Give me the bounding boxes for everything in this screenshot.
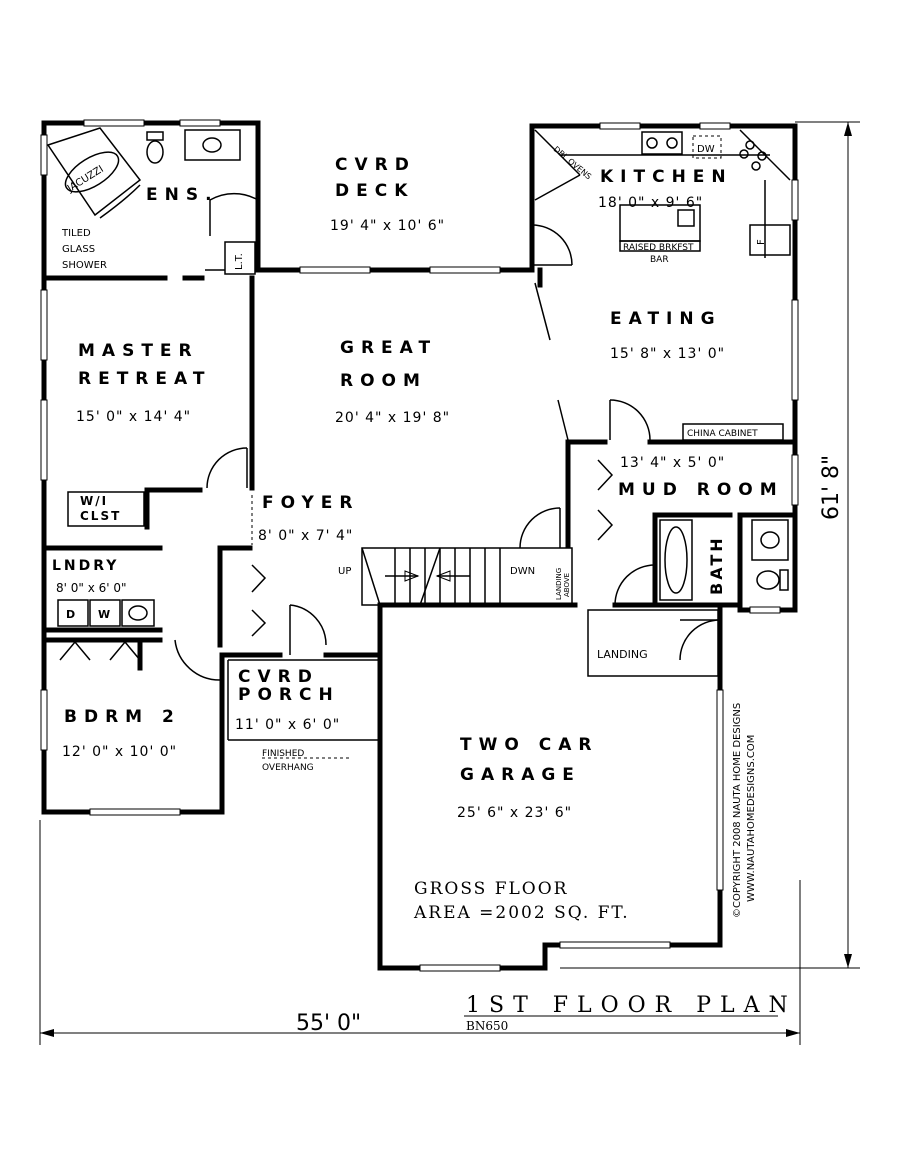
fridge-label: F xyxy=(756,239,767,245)
master-name1: MASTER xyxy=(78,341,199,361)
shower-label3: SHOWER xyxy=(62,260,107,271)
copyright-text: ©COPYRIGHT 2008 NAUTA HOME DESIGNS xyxy=(732,703,743,918)
bar-label2: BAR xyxy=(650,255,669,265)
plan-title: 1ST FLOOR PLAN xyxy=(466,993,797,1018)
dimension-lines xyxy=(39,121,860,1045)
shower-label2: GLASS xyxy=(62,244,95,255)
great-name2: ROOM xyxy=(340,371,427,391)
deck-name1: CVRD xyxy=(335,155,416,175)
kitchen-dims: 18' 0" x 9' 6" xyxy=(598,195,703,211)
great-name1: GREAT xyxy=(340,338,437,358)
mud-name: MUD ROOM xyxy=(618,480,784,500)
eating-dims: 15' 8" x 13' 0" xyxy=(610,346,725,362)
up-label: UP xyxy=(338,566,351,577)
garage-name2: GARAGE xyxy=(460,765,581,785)
bath-name: BATH xyxy=(707,535,726,595)
ens-name: ENS. xyxy=(146,185,219,205)
garage-name1: TWO CAR xyxy=(460,735,598,755)
gross-floor-line2: AREA =2002 SQ. FT. xyxy=(413,903,630,923)
shower-label1: TILED xyxy=(61,228,91,239)
fixtures xyxy=(46,127,791,759)
kitchen-name: KITCHEN xyxy=(600,167,733,187)
porch-name2: PORCH xyxy=(238,685,340,705)
china-label: CHINA CABINET xyxy=(687,429,758,439)
dw-label: DW xyxy=(697,144,715,155)
website-text: WWW.NAUTAHOMEDESIGNS.COM xyxy=(746,735,757,902)
mud-dims: 13' 4" x 5' 0" xyxy=(620,455,725,471)
porch-dims: 11' 0" x 6' 0" xyxy=(235,717,340,733)
dwn-label: DWN xyxy=(510,566,535,577)
porch-name1: CVRD xyxy=(238,667,319,687)
landing-label: LANDING xyxy=(597,648,648,661)
bdrm2-name: BDRM 2 xyxy=(64,707,181,727)
lt-label: L.T. xyxy=(234,253,245,270)
deck-name2: DECK xyxy=(335,181,414,201)
windows xyxy=(40,119,799,972)
room-labels: CVRD DECK 19' 4" x 10' 6" KITCHEN 18' 0"… xyxy=(52,155,784,821)
doors xyxy=(59,192,721,681)
bar-label1: RAISED BRKFST xyxy=(623,243,694,253)
finished-label1: FINISHED xyxy=(262,749,304,759)
deck-dims: 19' 4" x 10' 6" xyxy=(330,218,445,234)
landing-above-label2: ABOVE xyxy=(563,573,571,597)
landing-above-label1: LANDING xyxy=(555,568,563,600)
master-dims: 15' 0" x 14' 4" xyxy=(76,409,191,425)
overall-width: 55' 0" xyxy=(296,1011,361,1036)
lndry-name: LNDRY xyxy=(52,558,119,574)
master-name2: RETREAT xyxy=(78,369,211,389)
gross-floor-line1: GROSS FLOOR xyxy=(414,879,568,899)
eating-name: EATING xyxy=(610,309,722,329)
wic-name1: W/I xyxy=(80,494,108,508)
garage-dims: 25' 6" x 23' 6" xyxy=(457,805,572,821)
plan-info: GROSS FLOOR AREA =2002 SQ. FT. 1ST FLOOR… xyxy=(296,455,844,1036)
wic-name2: CLST xyxy=(80,509,121,523)
overall-depth: 61' 8" xyxy=(819,455,844,520)
dryer-label: D xyxy=(66,608,75,621)
lndry-dims: 8' 0" x 6' 0" xyxy=(56,581,127,595)
ovens-label: DBL OVENS xyxy=(552,145,593,182)
bdrm2-dims: 12' 0" x 10' 0" xyxy=(62,744,177,760)
washer-label: W xyxy=(98,608,110,621)
foyer-name: FOYER xyxy=(262,493,359,513)
plan-number: BN650 xyxy=(466,1019,508,1033)
finished-label2: OVERHANG xyxy=(262,763,314,773)
great-dims: 20' 4" x 19' 8" xyxy=(335,410,450,426)
foyer-dims: 8' 0" x 7' 4" xyxy=(258,528,353,544)
